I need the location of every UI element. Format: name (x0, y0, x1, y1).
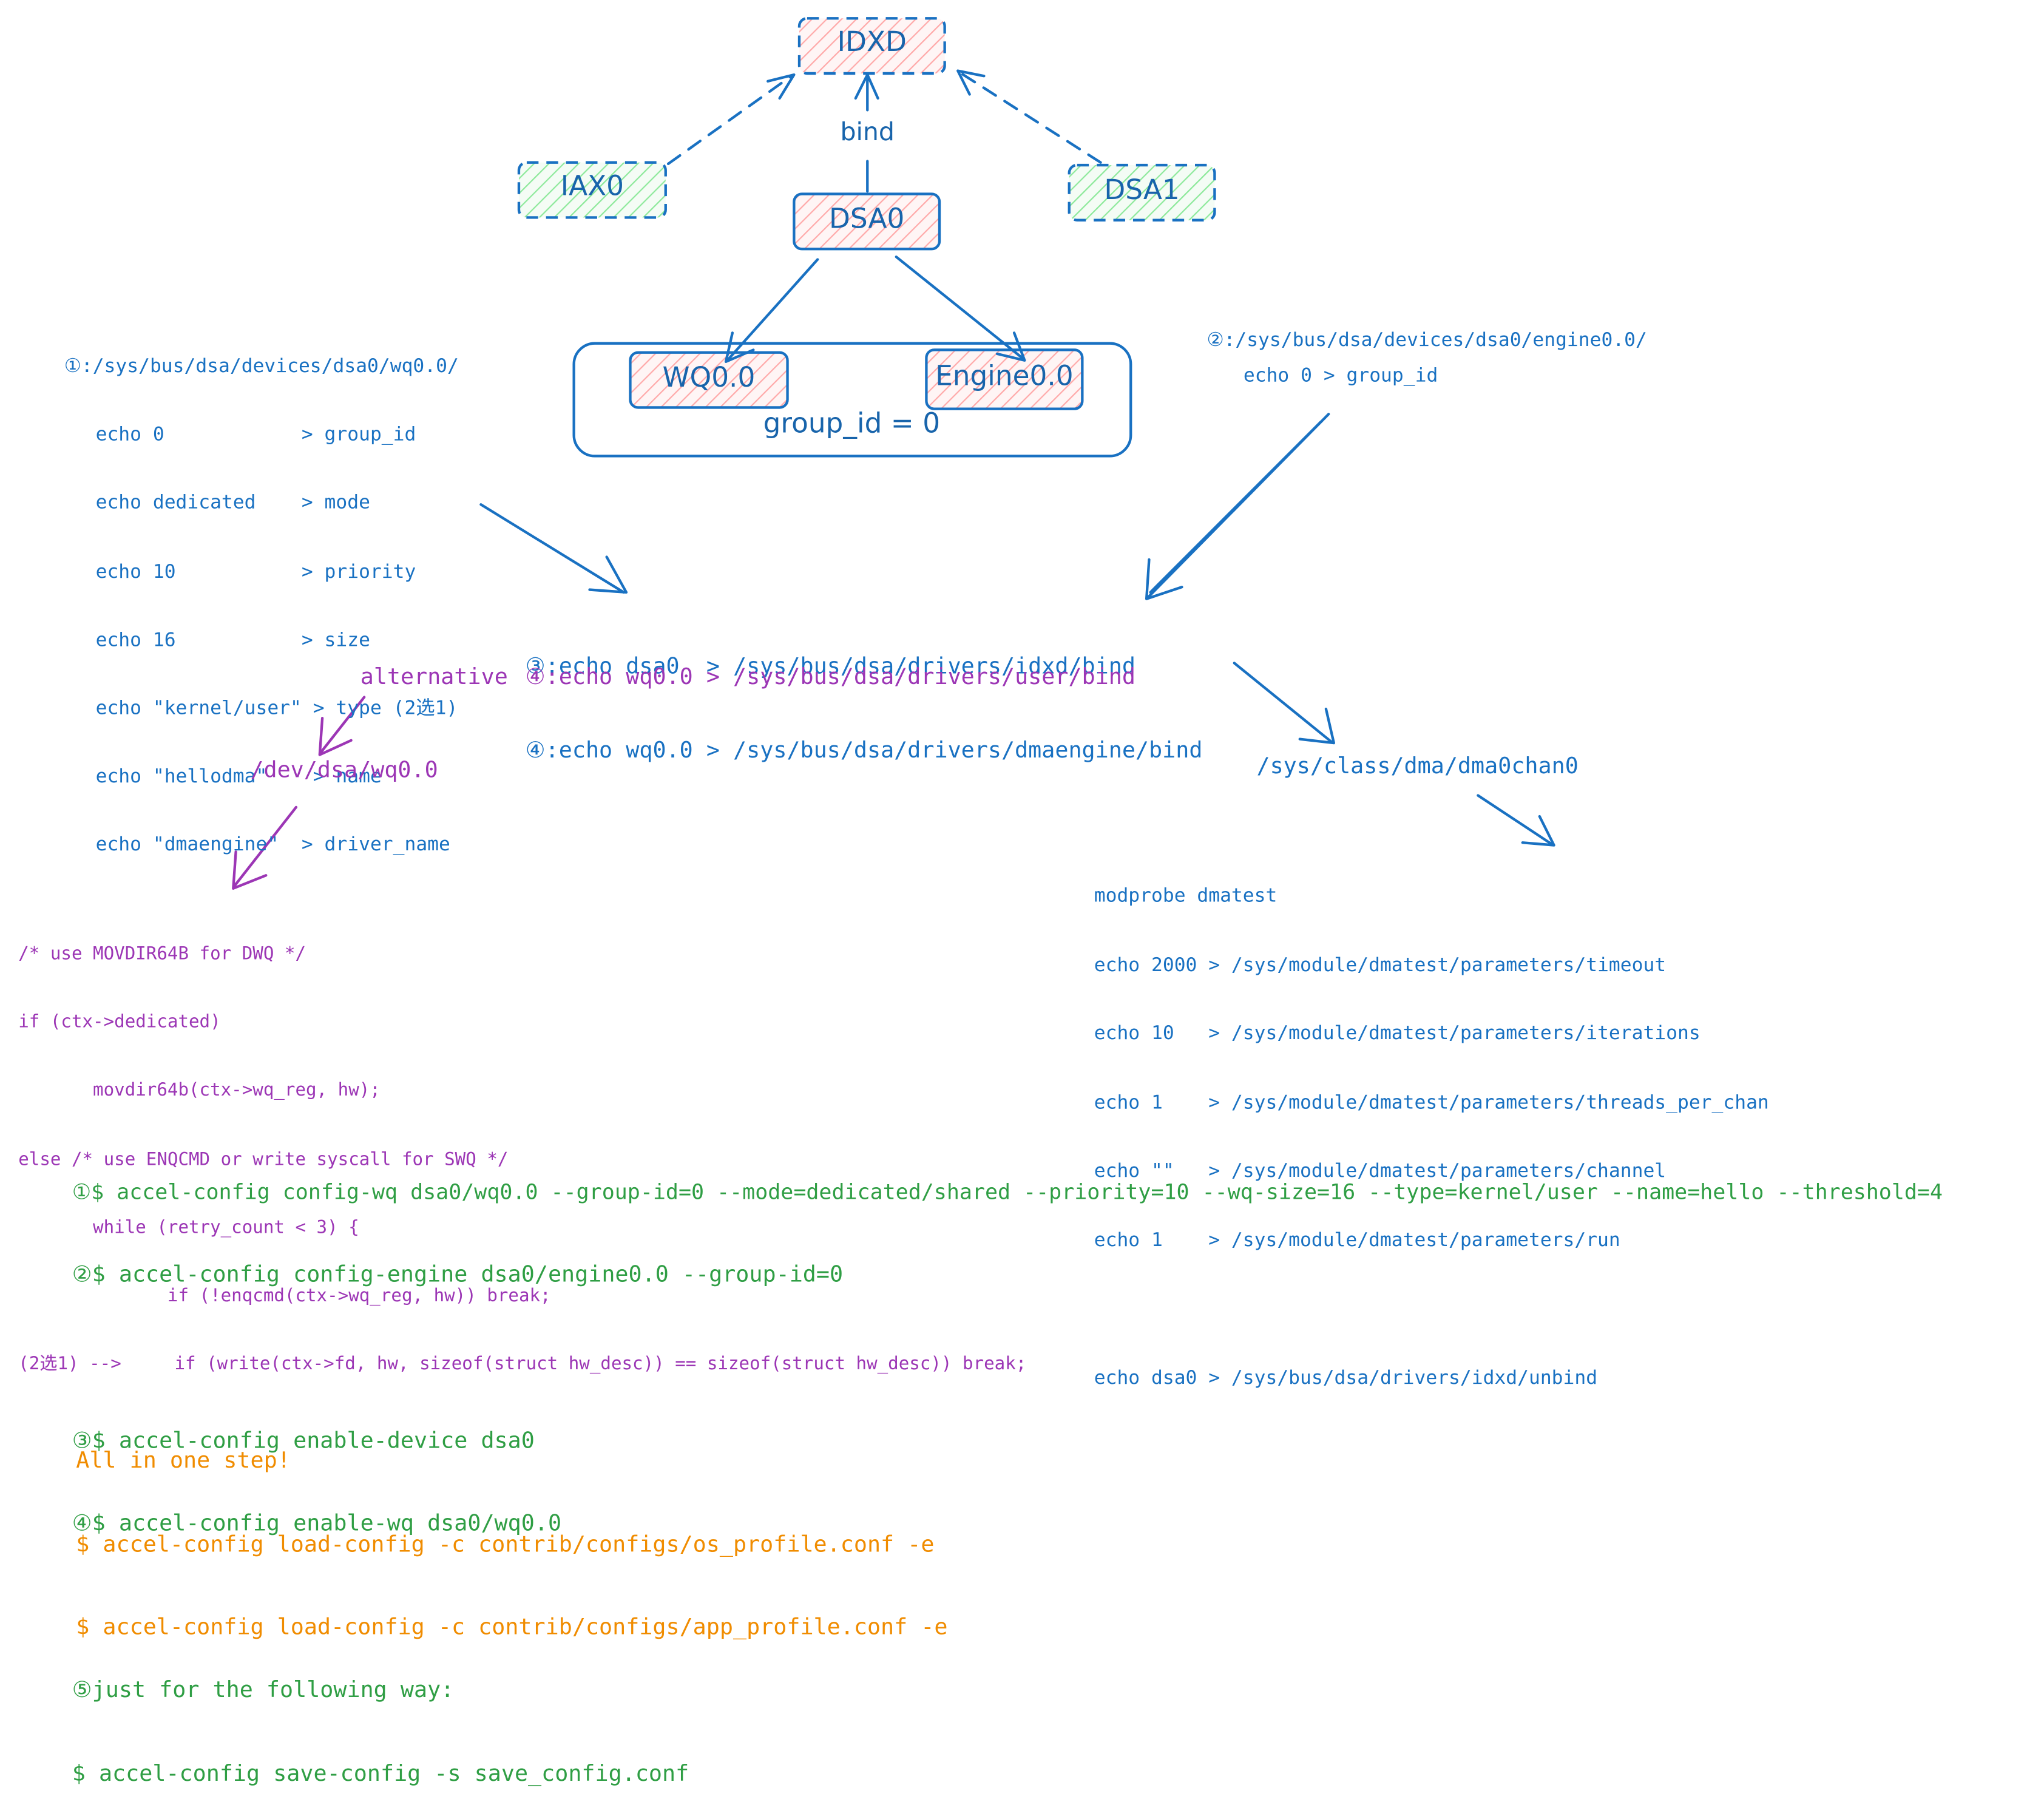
dsa1-node (1068, 163, 1216, 222)
wq-config-line: echo "dmaengine" > driver_name (95, 835, 450, 856)
dmatest-line: echo 10 > /sys/module/dmatest/parameters… (1094, 1023, 1701, 1045)
sysclass-to-dmatest-arrow (1477, 794, 1553, 845)
iax0-to-idxd-arrow (666, 75, 793, 166)
wq-config-line: echo dedicated > mode (95, 493, 370, 515)
accel-line: ⑤just for the following way: (72, 1677, 455, 1704)
dsa0-label: DSA0 (828, 203, 905, 235)
engine-config-line: echo 0 > group_id (1243, 365, 1438, 387)
idxd-node (797, 17, 946, 75)
code-line: /* use MOVDIR64B for DWQ */ (18, 943, 306, 965)
wq-config-header: ①:/sys/bus/dsa/devices/dsa0/wq0.0/ (64, 356, 459, 378)
all-in-one-title: All in one step! (76, 1448, 291, 1474)
dmatest-line: echo 2000 > /sys/module/dmatest/paramete… (1094, 954, 1667, 976)
wq-config-line: echo 16 > size (95, 629, 370, 651)
bind-to-sysclass-arrow (1233, 662, 1333, 744)
code-line: (2选1) --> if (write(ctx->fd, hw, sizeof(… (18, 1354, 1027, 1375)
bind-alt-line: ④:echo wq0.0 > /sys/bus/dsa/drivers/user… (525, 664, 1135, 691)
dmatest-line: echo dsa0 > /sys/bus/dsa/drivers/idxd/un… (1094, 1367, 1598, 1389)
dmatest-line: echo 1 > /sys/module/dmatest/parameters/… (1094, 1092, 1769, 1114)
accel-line (72, 1343, 1943, 1374)
dsa1-to-idxd-arrow (958, 70, 1102, 164)
dmatest-line: echo 1 > /sys/module/dmatest/parameters/… (1094, 1230, 1620, 1251)
alt-to-dev-arrow (319, 696, 366, 754)
wq-config-line: echo "hellodma" > name (95, 767, 382, 788)
code-line: else /* use ENQCMD or write syscall for … (18, 1148, 509, 1170)
code-line: if (ctx->dedicated) (18, 1012, 221, 1033)
engine-label: Engine0.0 (935, 360, 1074, 392)
user-code-block: /* use MOVDIR64B for DWQ */ if (ctx->ded… (18, 899, 1026, 1398)
sys-class-path: /sys/class/dma/dma0chan0 (1256, 753, 1579, 780)
dev-path: /dev/dsa/wq0.0 (250, 757, 438, 784)
wq-config-to-bind-arrow (479, 503, 625, 594)
dsa0-to-wq-arrow (727, 258, 819, 361)
wq-config-block: ①:/sys/bus/dsa/devices/dsa0/wq0.0/ echo … (64, 312, 459, 880)
dev-to-code-arrow (233, 805, 298, 887)
bind-steps: ③:echo dsa0 > /sys/bus/dsa/drivers/idxd/… (526, 600, 1203, 793)
group-label: group_id = 0 (763, 407, 941, 439)
dmatest-line: echo "" > /sys/module/dmatest/parameters… (1094, 1160, 1667, 1182)
accel-line: $ accel-config save-config -s save_confi… (72, 1760, 689, 1787)
wq-config-line: echo 0 > group_id (95, 424, 416, 446)
idxd-label: IDXD (837, 26, 907, 58)
iax0-node (517, 161, 667, 219)
accel-line: ③$ accel-config enable-device dsa0 (72, 1428, 535, 1454)
wq-config-line: echo "kernel/user" > type (2选1) (95, 698, 458, 720)
wq-config-line: echo 10 > priority (95, 561, 416, 583)
code-line: while (retry_count < 3) { (18, 1217, 359, 1238)
wq-node (629, 351, 789, 409)
wq-label: WQ0.0 (662, 361, 756, 393)
bind-step-3: ③:echo dsa0 > /sys/bus/dsa/drivers/idxd/… (525, 654, 1135, 680)
bind-label: bind (840, 118, 895, 147)
dsa0-node (793, 192, 941, 251)
all-in-one-line: $ accel-config load-config -c contrib/co… (76, 1614, 948, 1641)
engine-config-header: ②:/sys/bus/dsa/devices/dsa0/engine0.0/ (1206, 330, 1647, 351)
iax0-label: IAX0 (560, 170, 624, 202)
dsa1-label: DSA1 (1104, 174, 1180, 206)
all-in-one-block: All in one step! $ accel-config load-con… (76, 1394, 947, 1670)
accel-line: ①$ accel-config config-wq dsa0/wq0.0 --g… (72, 1179, 1943, 1205)
code-line: movdir64b(ctx->wq_reg, hw); (18, 1080, 381, 1102)
dsa0-to-engine-arrow (895, 256, 1024, 359)
all-in-one-line: $ accel-config load-config -c contrib/co… (76, 1531, 935, 1557)
diagram-shapes (232, 17, 1555, 890)
dmatest-line: modprobe dmatest (1094, 886, 1278, 907)
bind-alt-prefix: alternative (360, 664, 508, 691)
diagram-canvas: IDXD IAX0 DSA1 DSA0 WQ0.0 Engine0.0 grou… (18, 17, 1943, 1787)
engine-node (925, 348, 1084, 410)
dmatest-block: modprobe dmatest echo 2000 > /sys/module… (1094, 841, 1769, 1412)
code-line: if (!enqcmd(ctx->wq_reg, hw)) break; (18, 1285, 551, 1307)
group-container (572, 342, 1132, 458)
accel-line: ②$ accel-config config-engine dsa0/engin… (72, 1261, 844, 1288)
bind-step-4: ④:echo wq0.0 > /sys/bus/dsa/drivers/dmae… (525, 737, 1203, 764)
